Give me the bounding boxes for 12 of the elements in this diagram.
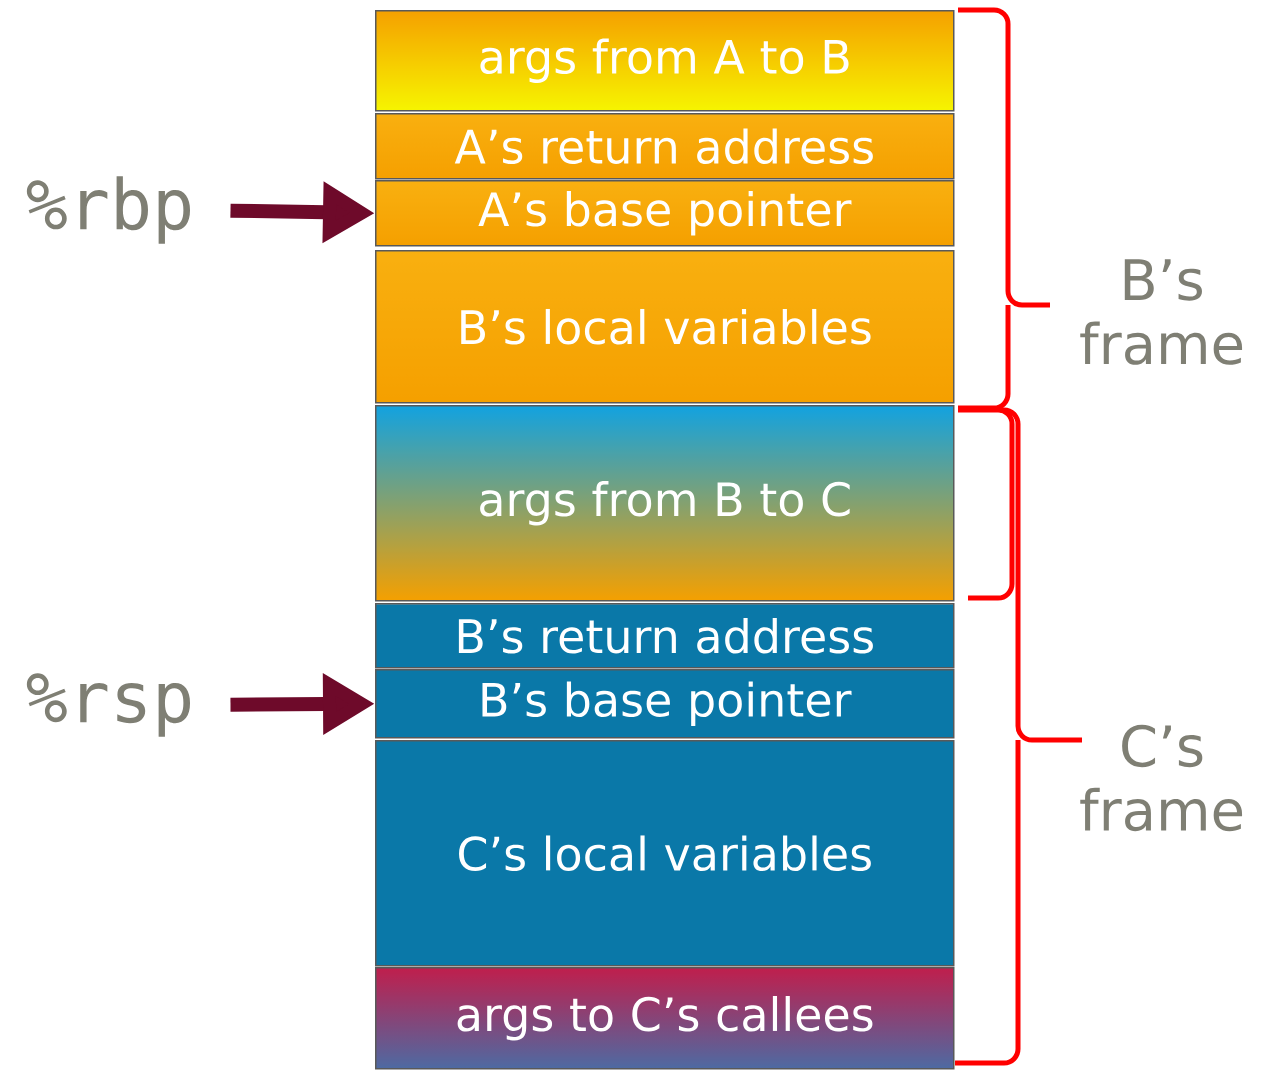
stack-box: B’s local variables [375,250,955,404]
register-label: %rsp [26,673,190,737]
stack-box: A’s base pointer [375,180,955,247]
stack-box: B’s base pointer [375,669,955,739]
stack-box: args from B to C [375,405,955,602]
frame-label: C’s frame [1080,724,1243,832]
register-label: %rbp [26,176,190,244]
stack-box: args to C’s callees [375,967,955,1070]
stack-box: B’s return address [375,603,955,669]
stack-box: A’s return address [375,113,955,180]
frame-label: B’s frame [1080,259,1243,365]
stack-box: args from A to B [375,10,955,112]
